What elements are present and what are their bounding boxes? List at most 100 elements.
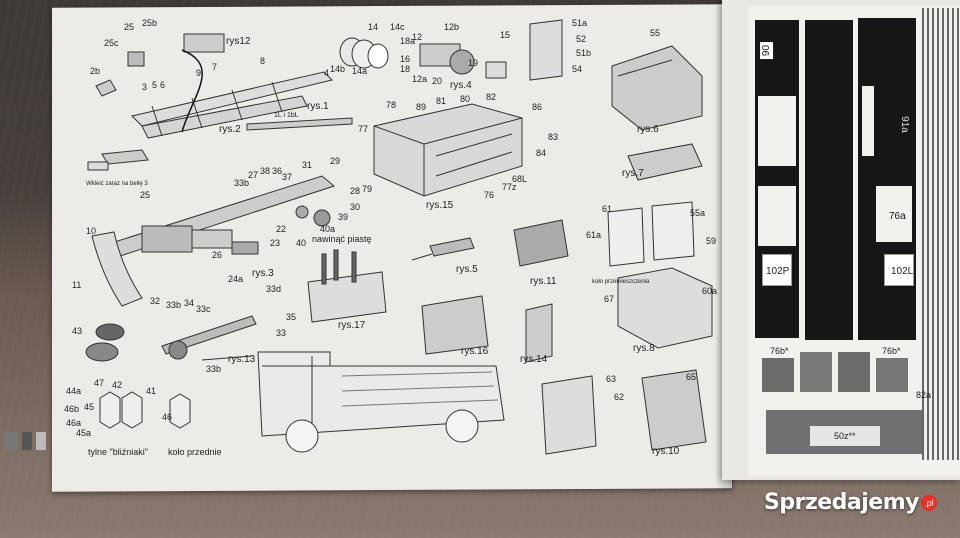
watermark-badge: .pl	[921, 494, 937, 511]
part-number: 36	[272, 166, 283, 176]
part-number: 77z	[502, 182, 517, 192]
assembly-drawings	[85, 19, 713, 455]
part-number: 83	[548, 132, 559, 142]
part-number: 46a	[66, 418, 82, 428]
part-number: 14c	[390, 22, 405, 32]
part-label-76b-left: 76b*	[770, 346, 789, 356]
part-number: 32	[150, 296, 161, 306]
part-number: 33b	[206, 364, 222, 374]
part-number: 42	[112, 380, 123, 390]
part-label-76b-right: 76b*	[882, 346, 901, 356]
part-number: 77	[358, 124, 369, 134]
part-number: 59	[706, 236, 717, 246]
part-number: 63	[606, 374, 617, 384]
part-number: 41	[146, 386, 157, 396]
caption-rys7: rys.7	[622, 168, 644, 179]
part-number: 14	[368, 22, 379, 32]
caption-rys14: rys.14	[520, 354, 548, 365]
note-kolo-przednie: koło przednie	[168, 447, 222, 457]
part-number: 51b	[576, 48, 592, 58]
part-number: 47	[94, 378, 105, 388]
black-panel-90	[755, 20, 799, 338]
part-label-76a: 76a	[889, 211, 906, 222]
caption-rys13: rys.13	[228, 354, 256, 365]
panel-window-3	[862, 86, 874, 156]
part-number: 8	[260, 56, 266, 66]
part-number: 80	[460, 94, 471, 104]
part-number: 67	[604, 294, 615, 304]
part-number: 61	[602, 204, 613, 214]
part-number: 33b	[166, 300, 182, 310]
part-number: 76	[484, 190, 495, 200]
caption-rys10: rys.10	[652, 446, 680, 457]
part-number: 45a	[76, 428, 92, 438]
part-number: 33	[276, 328, 287, 338]
black-panel-center	[805, 20, 853, 340]
grey-tile-1	[762, 358, 794, 392]
part-number: 20	[432, 76, 443, 86]
part-label-91a: 91a	[898, 116, 910, 133]
caption-rys12: rys12	[226, 36, 251, 47]
part-number: 10	[86, 226, 97, 236]
label-box-50z	[810, 426, 880, 446]
part-label-82a: 82a	[916, 390, 932, 400]
panel-window-1	[758, 96, 796, 166]
window-102L	[884, 254, 914, 286]
part-number: 18a	[400, 36, 416, 46]
black-panel-91a	[858, 18, 916, 340]
part-number: 5	[152, 80, 158, 90]
caption-rys3: rys.3	[252, 268, 274, 279]
part-number: 55a	[690, 208, 706, 218]
part-number: 46	[162, 412, 173, 422]
part-number: 18	[400, 64, 411, 74]
part-number: 81	[436, 96, 447, 106]
grey-tile-2	[800, 352, 832, 392]
part-number: 19	[468, 58, 479, 68]
part-number: 29	[330, 156, 341, 166]
caption-rys2: rys.2	[219, 124, 241, 135]
part-number: 25c	[104, 38, 119, 48]
part-number: 35	[286, 312, 297, 322]
part-number: 14b	[330, 64, 346, 74]
part-number: 33b	[234, 178, 250, 188]
part-label-50z: 50z**	[834, 431, 856, 441]
caption-rys1: rys.1	[307, 101, 329, 112]
watermark-text: Sprzedajemy	[764, 490, 920, 515]
note-kolo-przemieszczenia: koło przemieszczenia	[592, 279, 650, 285]
part-number: 2b	[90, 66, 101, 76]
part-number: 34	[184, 298, 195, 308]
part-number: 25b	[142, 18, 158, 28]
caption-rys11: rys.11	[530, 276, 557, 287]
caption-rys4: rys.4	[450, 80, 472, 91]
part-number: 84	[536, 148, 547, 158]
part-number: 54	[572, 64, 583, 74]
part-number: 25	[124, 22, 135, 32]
watermark: Sprzedajemy .pl	[764, 490, 937, 515]
note-tylne-blizniaki: tylne "bliźniaki"	[88, 447, 148, 457]
part-number: 25	[140, 190, 151, 200]
part-number: 9	[196, 68, 202, 78]
part-number: 52	[576, 34, 587, 44]
part-number: 12a	[412, 74, 428, 84]
part-number: 55	[650, 28, 661, 38]
caption-rys17: rys.17	[338, 320, 366, 331]
part-number: 3	[142, 82, 148, 92]
part-number: 62	[614, 392, 625, 402]
part-number: 46b	[64, 404, 80, 414]
part-number: 45	[84, 402, 95, 412]
part-number: 33c	[196, 304, 211, 314]
grey-tile-4	[876, 358, 908, 392]
grey-tile-3	[838, 352, 870, 392]
part-number: 26	[212, 250, 223, 260]
caption-rys8: rys.8	[633, 343, 655, 354]
part-number: 86	[532, 102, 543, 112]
caption-rys6: rys.6	[637, 124, 659, 135]
part-number: 30	[350, 202, 361, 212]
part-number: 44a	[66, 386, 82, 396]
note-wklejki: Wkleić zaraz na bellę 3	[86, 181, 148, 187]
part-number: 82	[486, 92, 497, 102]
window-102P	[762, 254, 792, 286]
part-number: 68L	[512, 174, 528, 184]
caption-rys15: rys.15	[426, 200, 454, 211]
part-number: 28	[350, 186, 361, 196]
